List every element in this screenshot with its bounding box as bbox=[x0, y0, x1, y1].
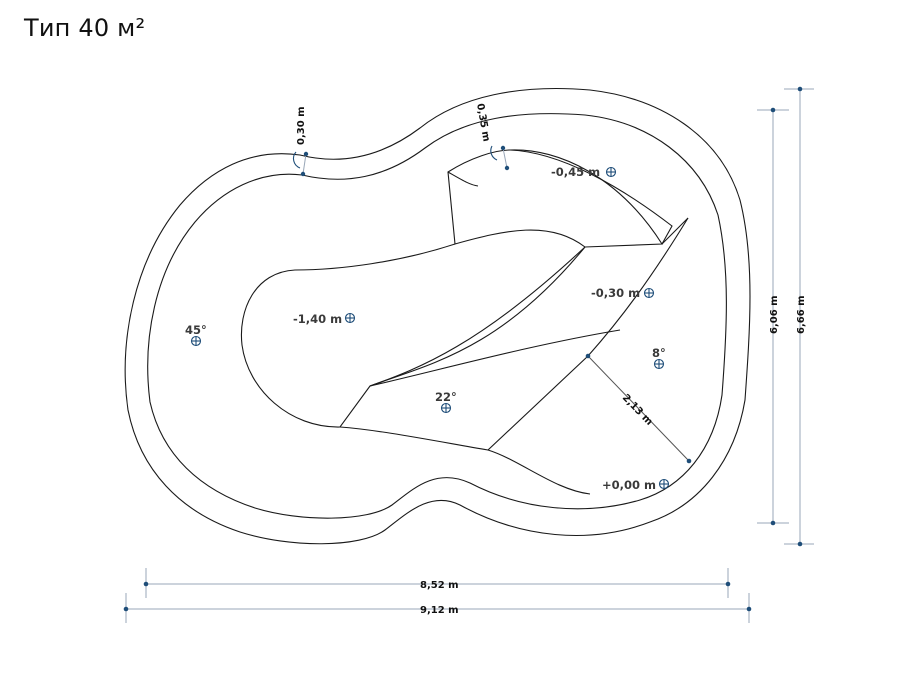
depth-shelf-mid-label: -0,30 m bbox=[591, 286, 640, 300]
inner-height-label: 6,06 m bbox=[769, 295, 780, 334]
wall-left-label: 0,30 m bbox=[296, 106, 307, 145]
wall-left-marker bbox=[292, 151, 309, 177]
depth-shelf-top-label: -0,45 m bbox=[551, 165, 600, 179]
depth-deep-marker bbox=[344, 312, 356, 324]
angle-left-label: 45° bbox=[185, 323, 207, 337]
depth-deep-label: -1,40 m bbox=[293, 312, 342, 326]
depth-shelf-top-marker bbox=[605, 166, 617, 178]
angle-left-marker bbox=[190, 335, 202, 347]
depth-entry-marker bbox=[658, 478, 670, 490]
inner-height-dimension bbox=[757, 107, 789, 526]
slope-line-b bbox=[369, 329, 621, 387]
diagonal-label: 2,13 m bbox=[620, 392, 655, 427]
shelf-edge bbox=[509, 149, 673, 245]
page-title: Тип 40 м² bbox=[24, 14, 146, 42]
ramp-top bbox=[661, 217, 689, 245]
angle-ramp-marker bbox=[653, 358, 665, 370]
slope-line-a bbox=[369, 246, 586, 387]
diagonal-dimension bbox=[585, 353, 692, 464]
pool-inner-rim bbox=[147, 113, 727, 519]
depth-entry-label: +0,00 m bbox=[602, 478, 656, 492]
wall-right-marker bbox=[490, 145, 510, 171]
outer-width-dimension bbox=[123, 593, 752, 623]
inner-width-label: 8,52 m bbox=[420, 580, 459, 591]
angle-slope-marker bbox=[440, 402, 452, 414]
pool-outer-rim bbox=[124, 87, 751, 545]
basin-bottom bbox=[339, 426, 489, 451]
outer-height-dimension bbox=[784, 86, 814, 547]
inner-width-dimension bbox=[143, 568, 731, 598]
angle-slope-label: 22° bbox=[435, 390, 457, 404]
outer-height-label: 6,66 m bbox=[796, 295, 807, 334]
angle-ramp-label: 8° bbox=[652, 346, 666, 360]
deep-basin bbox=[240, 243, 586, 428]
outer-width-label: 9,12 m bbox=[420, 605, 459, 616]
shelf-step bbox=[447, 149, 663, 248]
shelf-corner bbox=[447, 171, 479, 187]
depth-shelf-mid-marker bbox=[643, 287, 655, 299]
